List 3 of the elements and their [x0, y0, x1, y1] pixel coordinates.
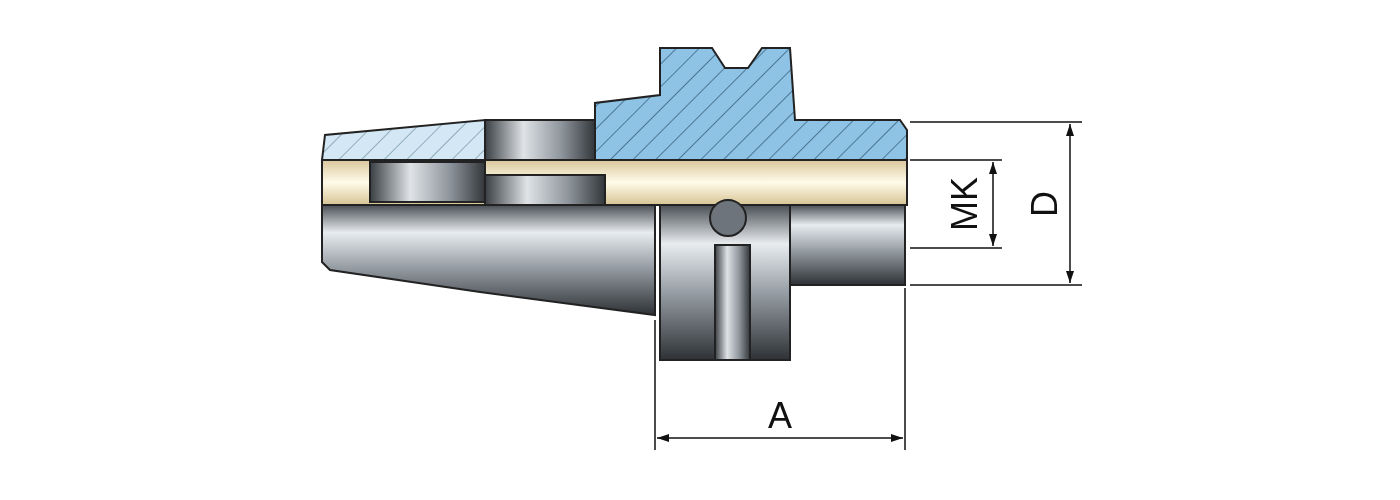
- dimension-label: MK: [947, 177, 983, 231]
- dimension-label: D: [1027, 191, 1063, 217]
- dimension-label: A: [768, 398, 792, 434]
